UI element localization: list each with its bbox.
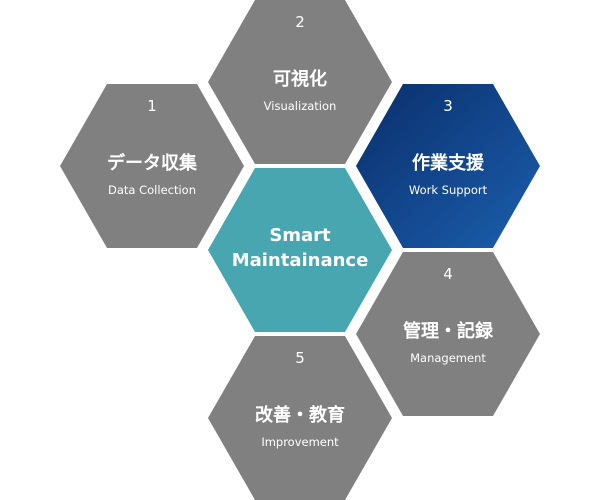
- hexagon-subtitle: Improvement: [261, 435, 339, 449]
- hexagon-subtitle: Data Collection: [108, 183, 196, 197]
- hexagon-shape: [356, 84, 540, 248]
- hexagon-number: 5: [295, 349, 305, 367]
- hexagon-title: 管理・記録: [403, 320, 494, 342]
- hexagon-title: 作業支援: [412, 152, 485, 174]
- hexagon-number: 3: [443, 97, 453, 115]
- hexagon-data-collection: 1 データ収集 Data Collection: [60, 84, 244, 248]
- hexagon-management: 4 管理・記録 Management: [356, 252, 540, 416]
- center-title-line-2: Maintainance: [232, 250, 369, 271]
- hexagon-number: 1: [147, 97, 157, 115]
- hexagon-shape: [208, 168, 392, 332]
- hexagon-shape: [208, 0, 392, 164]
- hexagon-improvement: 5 改善・教育 Improvement: [208, 336, 392, 500]
- hexagon-subtitle: Work Support: [409, 183, 488, 197]
- hexagon-visualization: 2 可視化 Visualization: [208, 0, 392, 164]
- hexagon-title: データ収集: [107, 152, 198, 174]
- hexagon-shape: [208, 336, 392, 500]
- hexagon-shape: [356, 252, 540, 416]
- center-title-line-1: Smart: [269, 225, 331, 246]
- hexagon-number: 4: [443, 265, 453, 283]
- hexagon-shape: [60, 84, 244, 248]
- hexagon-work-support: 3 作業支援 Work Support: [356, 84, 540, 248]
- hexagon-subtitle: Visualization: [264, 99, 337, 113]
- hexagon-subtitle: Management: [410, 351, 486, 365]
- hexagon-title: 改善・教育: [255, 404, 345, 426]
- hexagon-number: 2: [295, 13, 305, 31]
- hexagon-title: 可視化: [273, 68, 327, 90]
- hexagon-smart-maintenance: Smart Maintainance: [208, 168, 392, 332]
